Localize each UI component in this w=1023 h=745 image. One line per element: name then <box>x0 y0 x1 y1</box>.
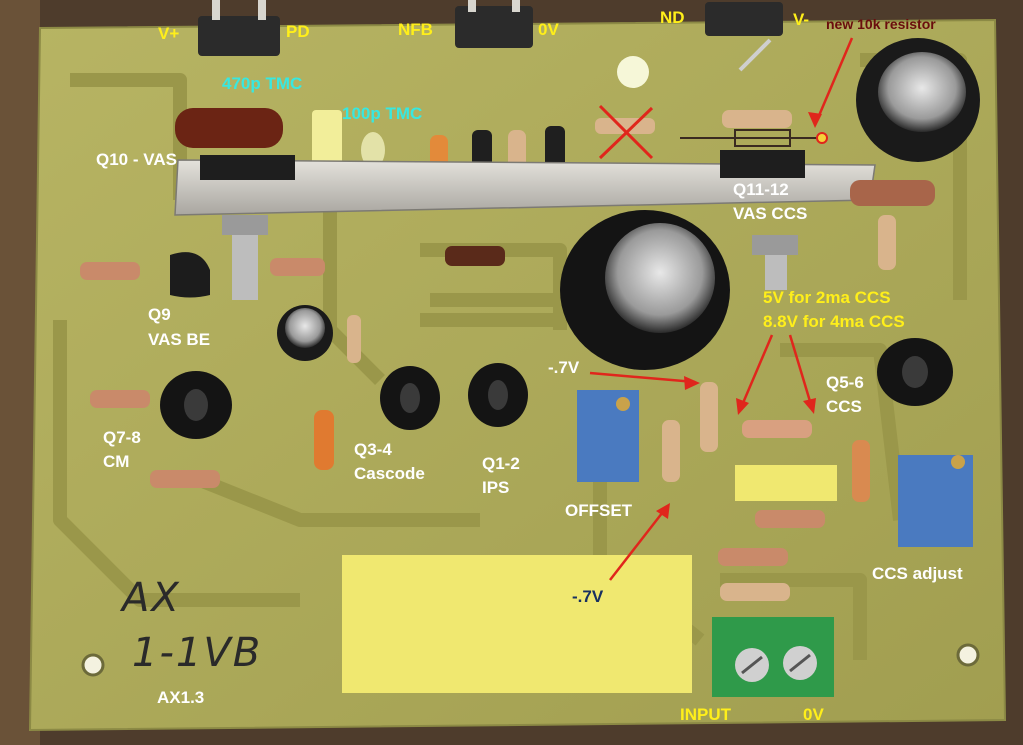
label-88v-4ma: 8.8V for 4ma CCS <box>763 312 905 331</box>
bolt-right <box>765 245 787 290</box>
cap-large-top-right-top <box>878 52 966 132</box>
resistor-cm-bottom <box>150 470 220 488</box>
label-cm: CM <box>103 452 130 471</box>
label-offset: OFFSET <box>565 501 633 520</box>
resistor-brown-right <box>850 180 935 206</box>
q9-transistor <box>170 252 210 298</box>
resistor-ccs <box>742 420 812 438</box>
ceramic-cap <box>361 132 385 168</box>
resistor-offset-2 <box>700 382 718 452</box>
label-q5-6: Q5-6 <box>826 373 864 392</box>
label-vas-ccs: VAS CCS <box>733 204 808 223</box>
wire-pin <box>738 38 772 72</box>
removed-resistor <box>595 118 655 134</box>
arrowhead-new-resistor <box>808 112 822 128</box>
q3-4-hole <box>400 383 420 413</box>
resistor-br-2 <box>718 548 788 566</box>
resistor-br-1 <box>755 510 825 528</box>
label-q11-12: Q11-12 <box>733 180 789 199</box>
label-ccs-adjust: CCS adjust <box>872 564 963 583</box>
q5-6-hole <box>902 356 928 388</box>
label-vas-be: VAS BE <box>148 330 211 349</box>
label-q10-vas: Q10 - VAS <box>96 150 177 169</box>
label-q9: Q9 <box>148 305 171 324</box>
label-q3-4: Q3-4 <box>354 440 392 459</box>
cap-large-center-top <box>605 223 715 333</box>
mount-hole-bottom-right <box>956 643 980 667</box>
resistor-small-vertical <box>347 315 361 363</box>
resistor-ccs-vertical <box>852 440 870 502</box>
diode-2 <box>545 126 565 170</box>
nut-left <box>222 215 268 235</box>
label-nfb: NFB <box>398 20 433 39</box>
label-cascode: Cascode <box>354 464 425 483</box>
cap-470p <box>175 108 283 148</box>
resistor-top-right <box>722 110 792 128</box>
label-ax13: AX1.3 <box>157 688 205 707</box>
label-v-plus: V+ <box>158 24 180 43</box>
new-resistor-body <box>734 129 791 147</box>
handwriting-version: 1-1VB <box>132 630 263 676</box>
trimmer-offset-screw <box>616 397 630 411</box>
new-resistor-end <box>816 132 828 144</box>
label-ips: IPS <box>482 478 510 497</box>
film-cap-large <box>342 555 692 693</box>
label-ccs: CCS <box>826 397 862 416</box>
led-glare <box>617 56 649 88</box>
resistor-tan <box>508 130 526 170</box>
resistor-orange-vertical <box>314 410 334 470</box>
label-minus-07v-top: -.7V <box>548 358 580 377</box>
resistor-cm-top <box>90 390 150 408</box>
label-v-minus: V- <box>793 10 810 29</box>
label-minus-07v-bottom: -.7V <box>572 587 604 606</box>
q1-2-hole <box>488 380 508 410</box>
label-100p-tmc: 100p TMC <box>342 104 423 123</box>
cross-out-b <box>598 106 654 160</box>
label-0v-bottom: 0V <box>803 705 824 724</box>
resistor-br-3 <box>720 583 790 601</box>
label-5v-2ma: 5V for 2ma CCS <box>763 288 891 307</box>
cap-small-top <box>285 308 325 348</box>
label-pd: PD <box>286 22 310 41</box>
handwriting-ax: AX <box>122 575 181 621</box>
nut-right <box>752 235 798 255</box>
label-470p-tmc: 470p TMC <box>222 74 303 93</box>
trimmer-ccs-screw <box>951 455 965 469</box>
resistor-left-2 <box>270 258 325 276</box>
label-0v-top: 0V <box>538 20 559 39</box>
label-nd: ND <box>660 8 685 27</box>
resistor-dark <box>445 246 505 266</box>
film-cap-small <box>735 465 837 501</box>
label-q1-2: Q1-2 <box>482 454 520 473</box>
annotation-arrows <box>589 334 816 581</box>
header-nfb <box>455 0 533 48</box>
label-input: INPUT <box>680 705 731 724</box>
label-new-resistor: new 10k resistor <box>826 16 936 32</box>
q10-transistor <box>200 155 295 180</box>
input-terminal-slot-1 <box>741 655 763 675</box>
input-terminal-slot-2 <box>789 653 811 673</box>
resistor-vertical-right <box>878 215 896 270</box>
header-nd <box>705 2 783 36</box>
label-q7-8: Q7-8 <box>103 428 141 447</box>
arrow-new-resistor <box>813 37 854 126</box>
resistor-left-1 <box>80 262 140 280</box>
trimmer-ccs <box>898 455 973 547</box>
resistor-offset-1 <box>662 420 680 482</box>
header-pd <box>198 0 280 56</box>
mount-hole-bottom-left <box>81 653 105 677</box>
q11-12-transistor <box>720 150 805 178</box>
q7-8-hole <box>184 389 208 421</box>
